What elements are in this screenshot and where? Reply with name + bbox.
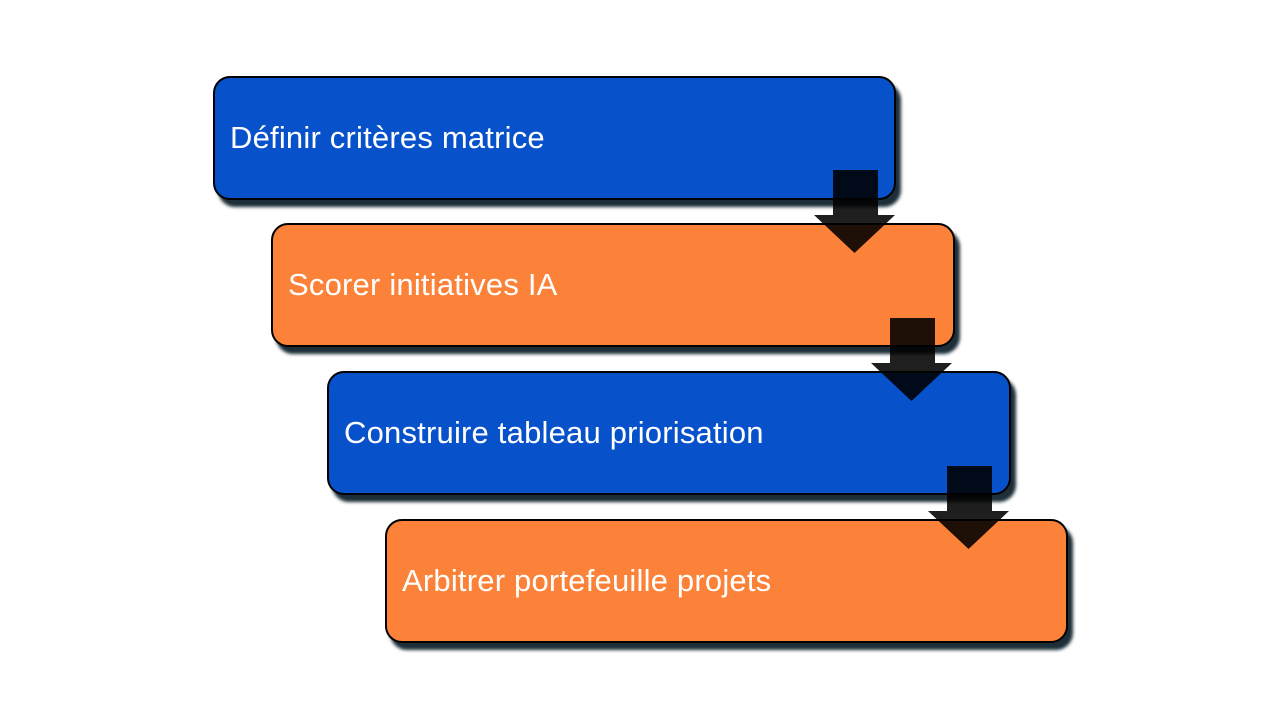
step-label: Construire tableau priorisation [344, 415, 764, 451]
down-arrow-shape [814, 170, 895, 253]
down-arrow-icon [871, 318, 952, 401]
step-box-scorer-initiatives: Scorer initiatives IA [271, 223, 955, 347]
step-box-arbitrer-portefeuille: Arbitrer portefeuille projets [385, 519, 1068, 643]
step-label: Arbitrer portefeuille projets [402, 563, 772, 599]
down-arrow-icon [814, 170, 895, 253]
down-arrow-icon [928, 466, 1009, 549]
down-arrow-shape [928, 466, 1009, 549]
step-box-definir-criteres: Définir critères matrice [213, 76, 896, 200]
step-label: Définir critères matrice [230, 120, 545, 156]
step-box-construire-tableau: Construire tableau priorisation [327, 371, 1011, 495]
step-label: Scorer initiatives IA [288, 267, 558, 303]
down-arrow-shape [871, 318, 952, 401]
